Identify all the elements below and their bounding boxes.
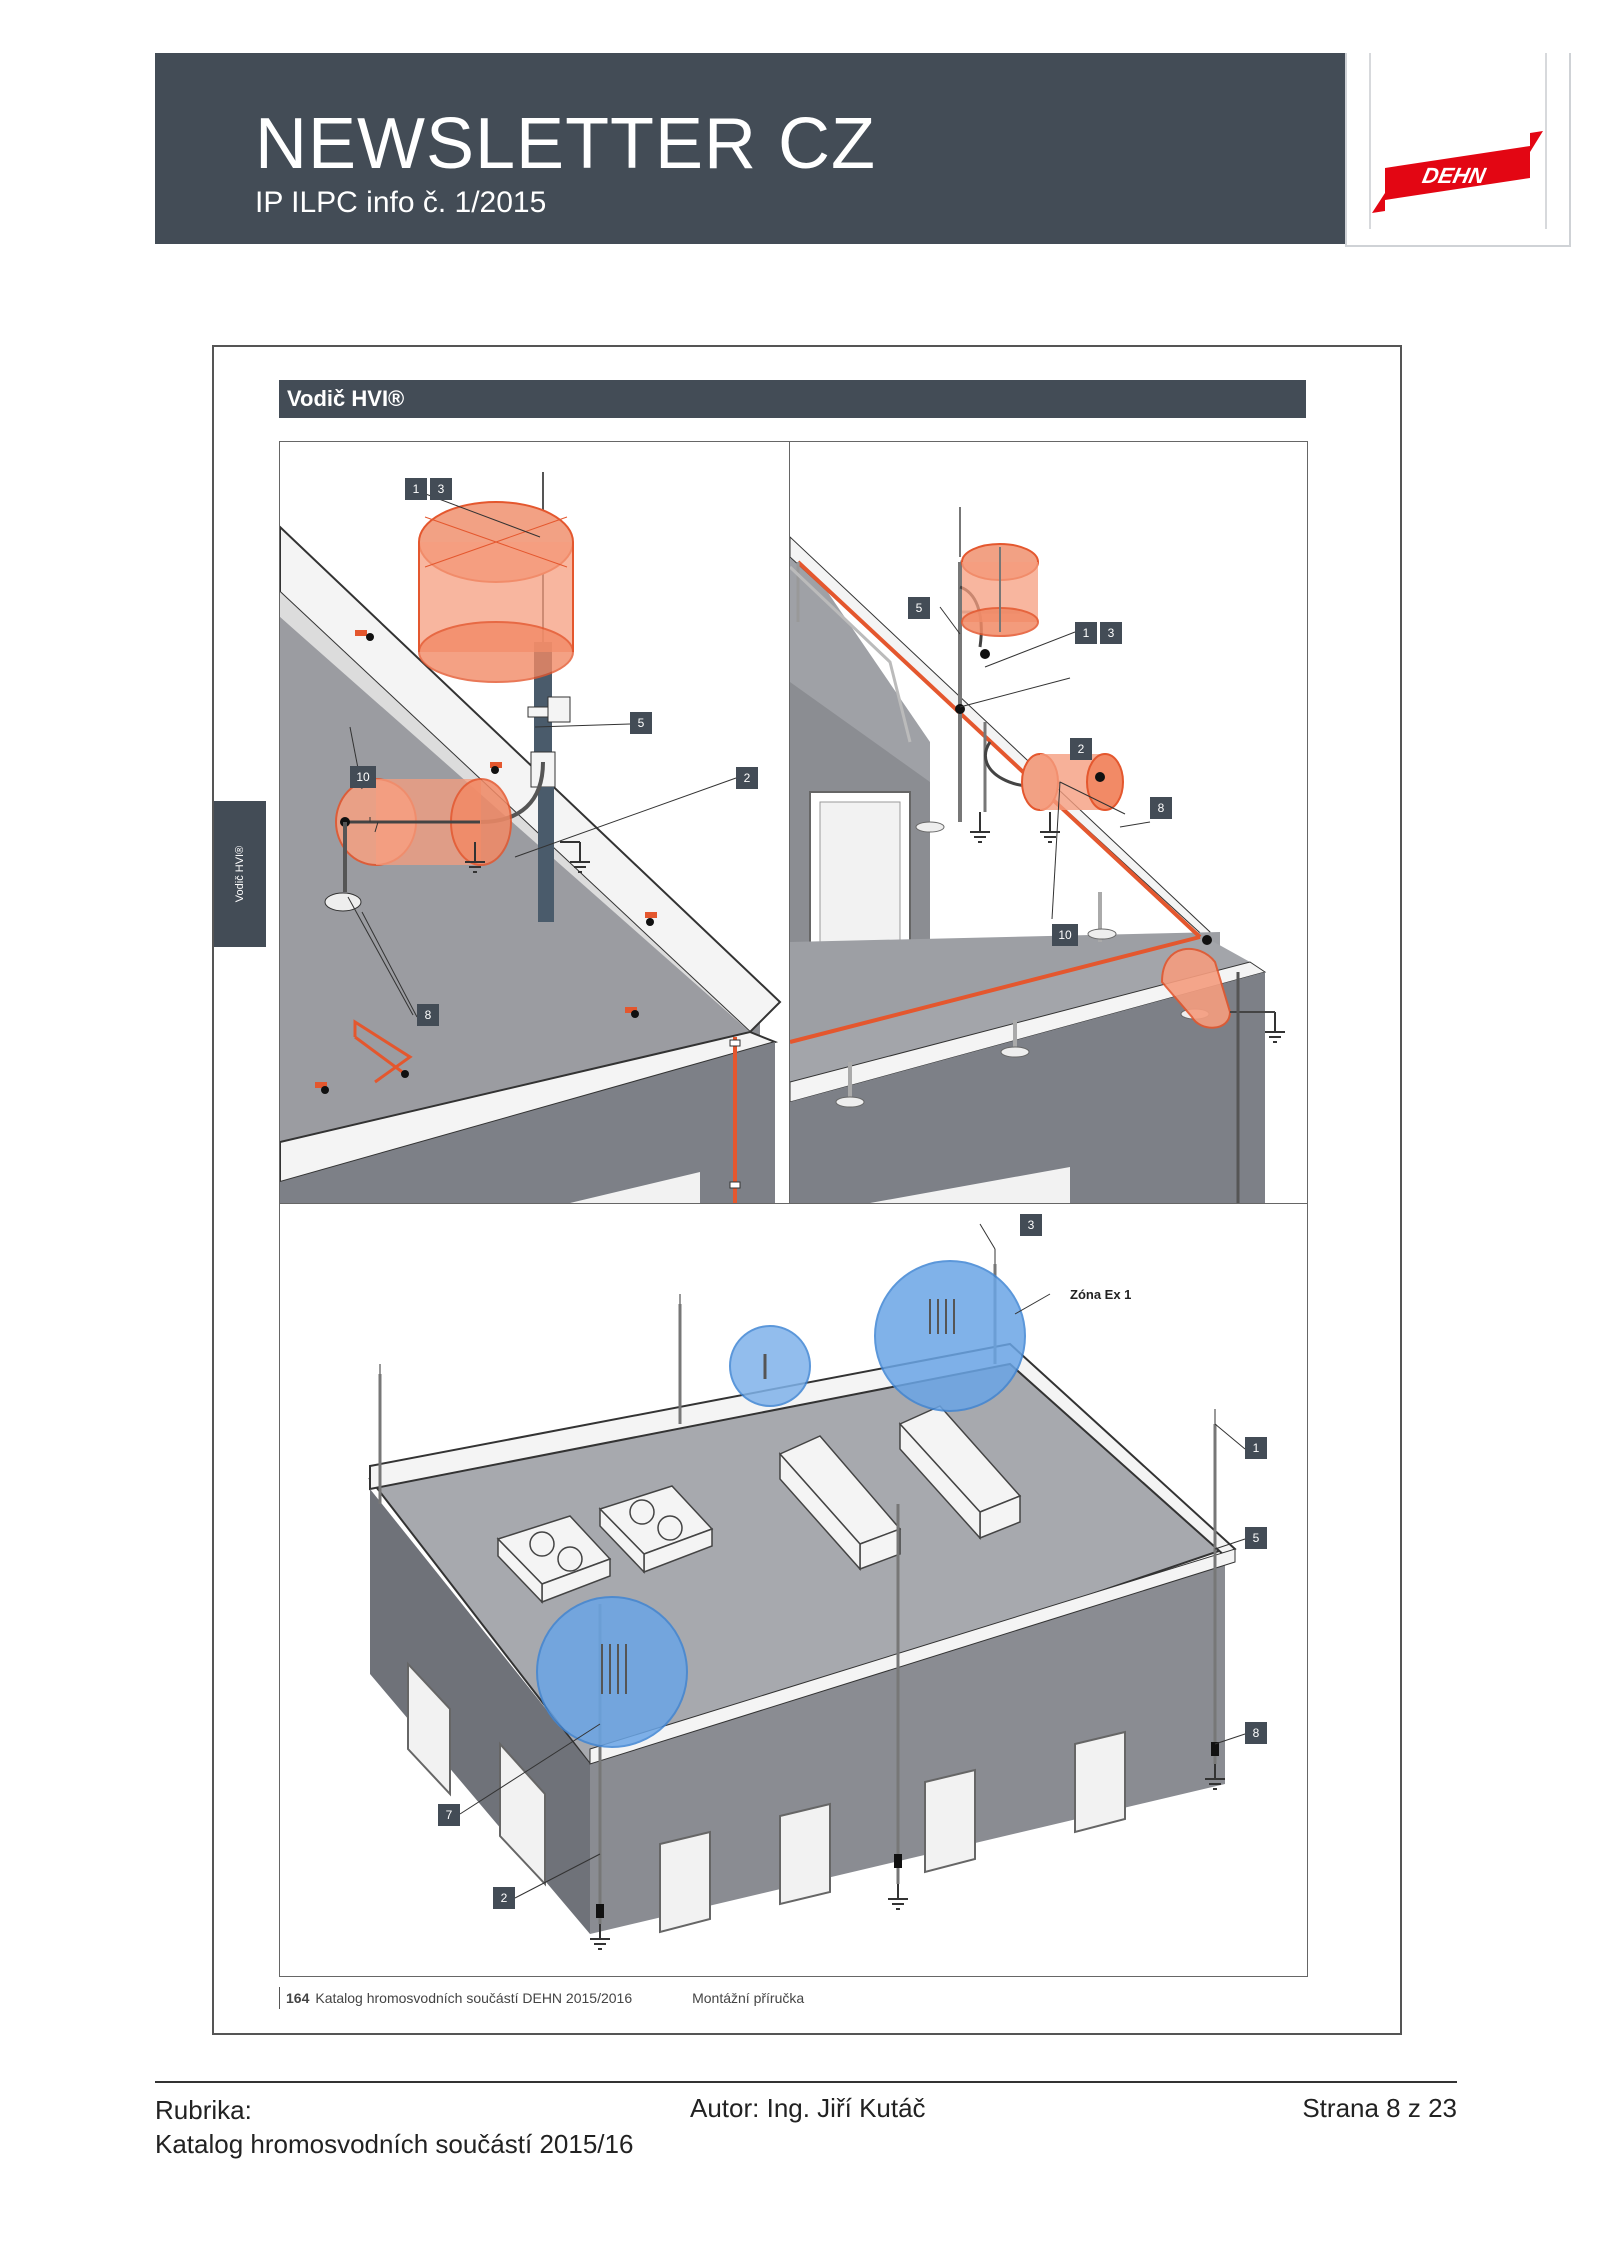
rooftop-mast-illustration: 1 3 5 10 2 8 [280, 472, 782, 1203]
callout-label: 10 [1058, 928, 1072, 942]
callout-label: 8 [1158, 801, 1165, 815]
side-tab-label: Vodič HVI® [234, 845, 246, 903]
logo-tab-line-right [1545, 53, 1547, 229]
callout-7: 7 [438, 1804, 460, 1826]
callout-8: 8 [417, 1004, 439, 1026]
callout-label: 5 [1253, 1531, 1260, 1545]
illustration-panels: 1 3 5 10 2 8 [279, 441, 1308, 1977]
callout-1-3: 1 3 [405, 478, 452, 500]
logo-tab-line-left [1369, 53, 1371, 229]
newsletter-subtitle: IP ILPC info č. 1/2015 [255, 186, 547, 219]
newsletter-title: NEWSLETTER CZ [255, 104, 877, 184]
callout-1-3: 1 3 [1075, 622, 1122, 644]
logo-text: DEHN [1420, 163, 1488, 188]
footer-author: Autor: Ing. Jiří Kutáč [690, 2093, 926, 2123]
dehn-logo: DEHN [1372, 131, 1543, 213]
rubric-label: Rubrika: [155, 2095, 252, 2125]
rubric-value: Katalog hromosvodních součástí 2015/16 [155, 2129, 634, 2159]
callout-3: 3 [1020, 1214, 1042, 1236]
side-tab: Vodič HVI® [214, 801, 266, 947]
zone-label: Zóna Ex 1 [1070, 1287, 1131, 1302]
callout-5: 5 [1245, 1527, 1267, 1549]
callout-label: 3 [1108, 626, 1115, 640]
callout-label: 2 [501, 1891, 508, 1905]
callout-5: 5 [908, 597, 930, 619]
callout-label: 8 [1253, 1726, 1260, 1740]
callout-label: 3 [1028, 1218, 1035, 1232]
callout-label: 5 [638, 716, 645, 730]
callout-label: 2 [1078, 742, 1085, 756]
callout-10: 10 [1052, 924, 1078, 946]
callout-1: 1 [1245, 1437, 1267, 1459]
callout-5: 5 [630, 712, 652, 734]
footer-rubric: Rubrika: Katalog hromosvodních součástí … [155, 2093, 633, 2161]
footer-divider [155, 2081, 1457, 2083]
callout-label: 2 [744, 771, 751, 785]
catalog-title: Katalog hromosvodních součástí DEHN 2015… [315, 1990, 633, 2006]
newsletter-header: NEWSLETTER CZ IP ILPC info č. 1/2015 DEH… [155, 53, 1571, 247]
callout-8: 8 [1150, 797, 1172, 819]
panel-rooftop-mast: 1 3 5 10 2 8 [280, 442, 790, 1204]
roof-railing-illustration: 5 1 3 2 8 10 [790, 507, 1285, 1203]
callout-2: 2 [736, 767, 758, 789]
callout-label: 10 [356, 770, 370, 784]
callout-label: 1 [413, 482, 420, 496]
section-title: Vodič HVI® [279, 380, 1306, 418]
manual-title: Montážní příručka [692, 1990, 805, 2006]
catalog-page-number: 164 [286, 1990, 310, 2006]
callout-label: 1 [1253, 1441, 1260, 1455]
panel-roof-railing: 5 1 3 2 8 10 [790, 442, 1307, 1204]
catalog-page-frame: Vodič HVI® Vodič HVI® [212, 345, 1402, 2035]
callout-label: 5 [916, 601, 923, 615]
building-overview-illustration: 3 Zóna Ex 1 1 5 8 7 2 [368, 1214, 1267, 1950]
callout-2: 2 [1070, 738, 1092, 760]
callout-label: 1 [1083, 626, 1090, 640]
callout-label: 8 [425, 1008, 432, 1022]
callout-label: 3 [438, 482, 445, 496]
callout-2: 2 [493, 1887, 515, 1909]
callout-10: 10 [350, 766, 376, 788]
catalog-footer: 164 Katalog hromosvodních součástí DEHN 2… [279, 1987, 804, 2009]
panel-building-overview: 3 Zóna Ex 1 1 5 8 7 2 [280, 1204, 1307, 1976]
dehn-logo-tab: DEHN [1345, 53, 1571, 247]
callout-8: 8 [1245, 1722, 1267, 1744]
footer-page-number: Strana 8 z 23 [1302, 2093, 1457, 2123]
callout-label: 7 [446, 1808, 453, 1822]
